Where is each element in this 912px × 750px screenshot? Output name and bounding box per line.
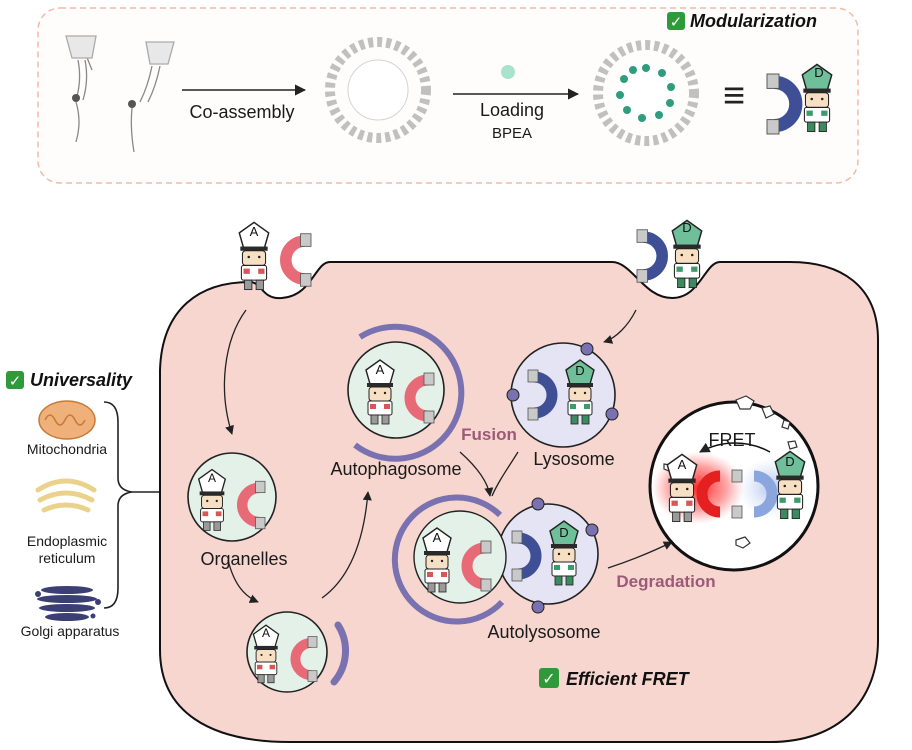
bpea-label: BPEA <box>492 125 532 142</box>
co-assembly-label: Co-assembly <box>189 102 294 122</box>
lysosome-label: Lysosome <box>533 449 614 469</box>
acceptor-letter-autophagosome: A <box>376 362 385 377</box>
fret-zoom: A D FRET <box>648 395 820 572</box>
autolysosome: A D <box>391 494 599 625</box>
mitochondria-icon <box>38 400 96 440</box>
modularization-badge: Modularization <box>690 11 817 31</box>
modularization-check-mark: ✓ <box>670 14 683 31</box>
universality-panel: ✓ Universality Mitochondria Endoplasmic … <box>6 370 176 639</box>
golgi-icon <box>35 586 101 621</box>
autophagosome-label: Autophagosome <box>330 459 461 479</box>
amphiphile-molecules <box>65 35 175 153</box>
er-label-line2: reticulum <box>39 550 96 566</box>
fusion-label: Fusion <box>461 425 517 444</box>
donor-letter-autolysosome: D <box>559 525 568 540</box>
er-label-line1: Endoplasmic <box>27 533 107 549</box>
efficient-fret-check-icon <box>539 668 559 688</box>
pathway-arrows <box>223 309 673 603</box>
universality-check-mark: ✓ <box>9 373 22 390</box>
equivalent-symbol: ≡ <box>723 75 745 117</box>
organelle-vesicle: A <box>187 452 277 542</box>
bpea-dot <box>501 65 515 79</box>
lysosome: D <box>506 342 619 448</box>
universality-brace <box>103 401 133 609</box>
donor-letter-top: D <box>814 65 823 80</box>
micelle-empty <box>325 37 431 143</box>
acceptor-letter-phagophore: A <box>262 626 270 640</box>
autolysosome-label: Autolysosome <box>487 622 600 642</box>
acceptor-letter-entering: A <box>250 224 259 239</box>
acceptor-letter-fret: A <box>678 457 687 472</box>
loading-label: Loading <box>480 100 544 120</box>
golgi-label: Golgi apparatus <box>21 623 120 639</box>
phagophore: A <box>246 611 350 693</box>
donor-entering: D <box>637 219 703 289</box>
efficient-fret-badge: Efficient FRET <box>566 669 691 689</box>
universality-badge: Universality <box>30 370 133 390</box>
degradation-label: Degradation <box>616 572 715 591</box>
acceptor-entering: A <box>238 221 311 289</box>
donor-letter-entering: D <box>682 220 691 235</box>
donor-letter-lysosome: D <box>575 363 584 378</box>
acceptor-letter-autolysosome: A <box>433 530 442 545</box>
acceptor-letter-organelle: A <box>208 471 216 485</box>
modularization-panel: Co-assembly Loading BPEA ≡ D ✓ M <box>37 7 859 184</box>
organelles-label: Organelles <box>200 549 287 569</box>
fret-label: FRET <box>709 430 756 450</box>
donor-letter-fret: D <box>785 454 794 469</box>
er-icon <box>35 478 97 513</box>
fret-arrow <box>699 442 771 453</box>
efficient-fret-check-mark: ✓ <box>542 671 555 688</box>
micelle-loaded <box>593 40 699 146</box>
modularization-check-icon <box>667 12 685 30</box>
autophagosome: A <box>347 323 465 462</box>
universality-check-icon <box>6 371 24 389</box>
mitochondria-label: Mitochondria <box>27 441 107 457</box>
